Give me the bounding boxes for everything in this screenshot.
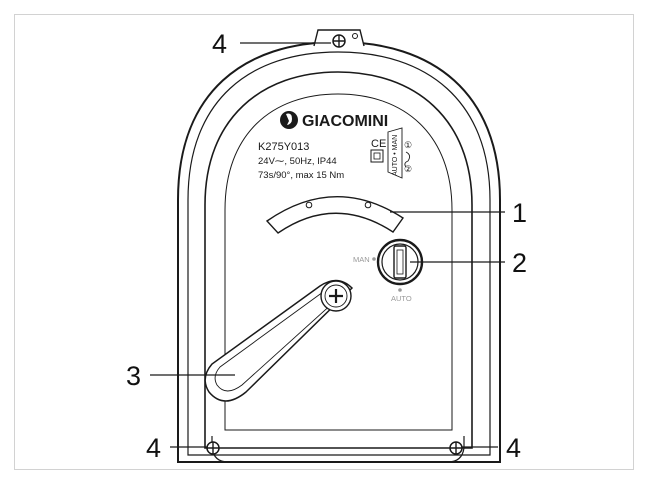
lever-pivot-inner: [324, 284, 348, 308]
callout-top-screw: 4: [212, 29, 227, 59]
timing-rating: 73s/90°, max 15 Nm: [258, 170, 344, 181]
lever-screw-cross-icon: [329, 289, 343, 303]
double-insulation-inner-icon: [373, 152, 381, 160]
selector-slot: [393, 245, 407, 279]
giacomini-logo-glyph: [286, 113, 292, 125]
bottom-left-screw-slot-icon: [207, 442, 219, 454]
switch-mode-label: AUTO • MAN: [392, 135, 399, 176]
brand-name: GIACOMINI: [302, 113, 388, 130]
selector-slot-inner: [396, 249, 404, 275]
man-position-dot: [372, 257, 376, 261]
housing-rim: [187, 51, 491, 456]
model-number: K275Y013: [258, 141, 309, 153]
housing-recess: [224, 93, 453, 431]
switch-wiring-icon: [404, 151, 411, 168]
callout-scale: 1: [512, 198, 527, 228]
switch-position-1: ①: [404, 140, 412, 150]
callout-bottom-right-screw: 4: [506, 433, 521, 463]
figure-border: [14, 14, 634, 470]
man-label: MAN: [353, 255, 370, 264]
top-screw-slot-icon: [333, 35, 345, 47]
callout-lever: 3: [126, 361, 141, 391]
power-rating: 24V⁓, 50Hz, IP44: [258, 156, 337, 167]
auto-position-dot: [398, 288, 402, 292]
callout-selector: 2: [512, 248, 527, 278]
bottom-right-screw-slot-icon: [450, 442, 462, 454]
switch-diagram-outline: [387, 127, 403, 179]
double-insulation-icon: [370, 149, 384, 163]
callout-bottom-left-screw: 4: [146, 433, 161, 463]
top-tab-hole: [352, 33, 358, 39]
scale-hole-left: [305, 201, 313, 209]
switch-position-2: ②: [404, 164, 412, 174]
ce-mark: CE: [371, 138, 386, 150]
scale-hole-right: [364, 201, 372, 209]
auto-label: AUTO: [391, 294, 412, 303]
